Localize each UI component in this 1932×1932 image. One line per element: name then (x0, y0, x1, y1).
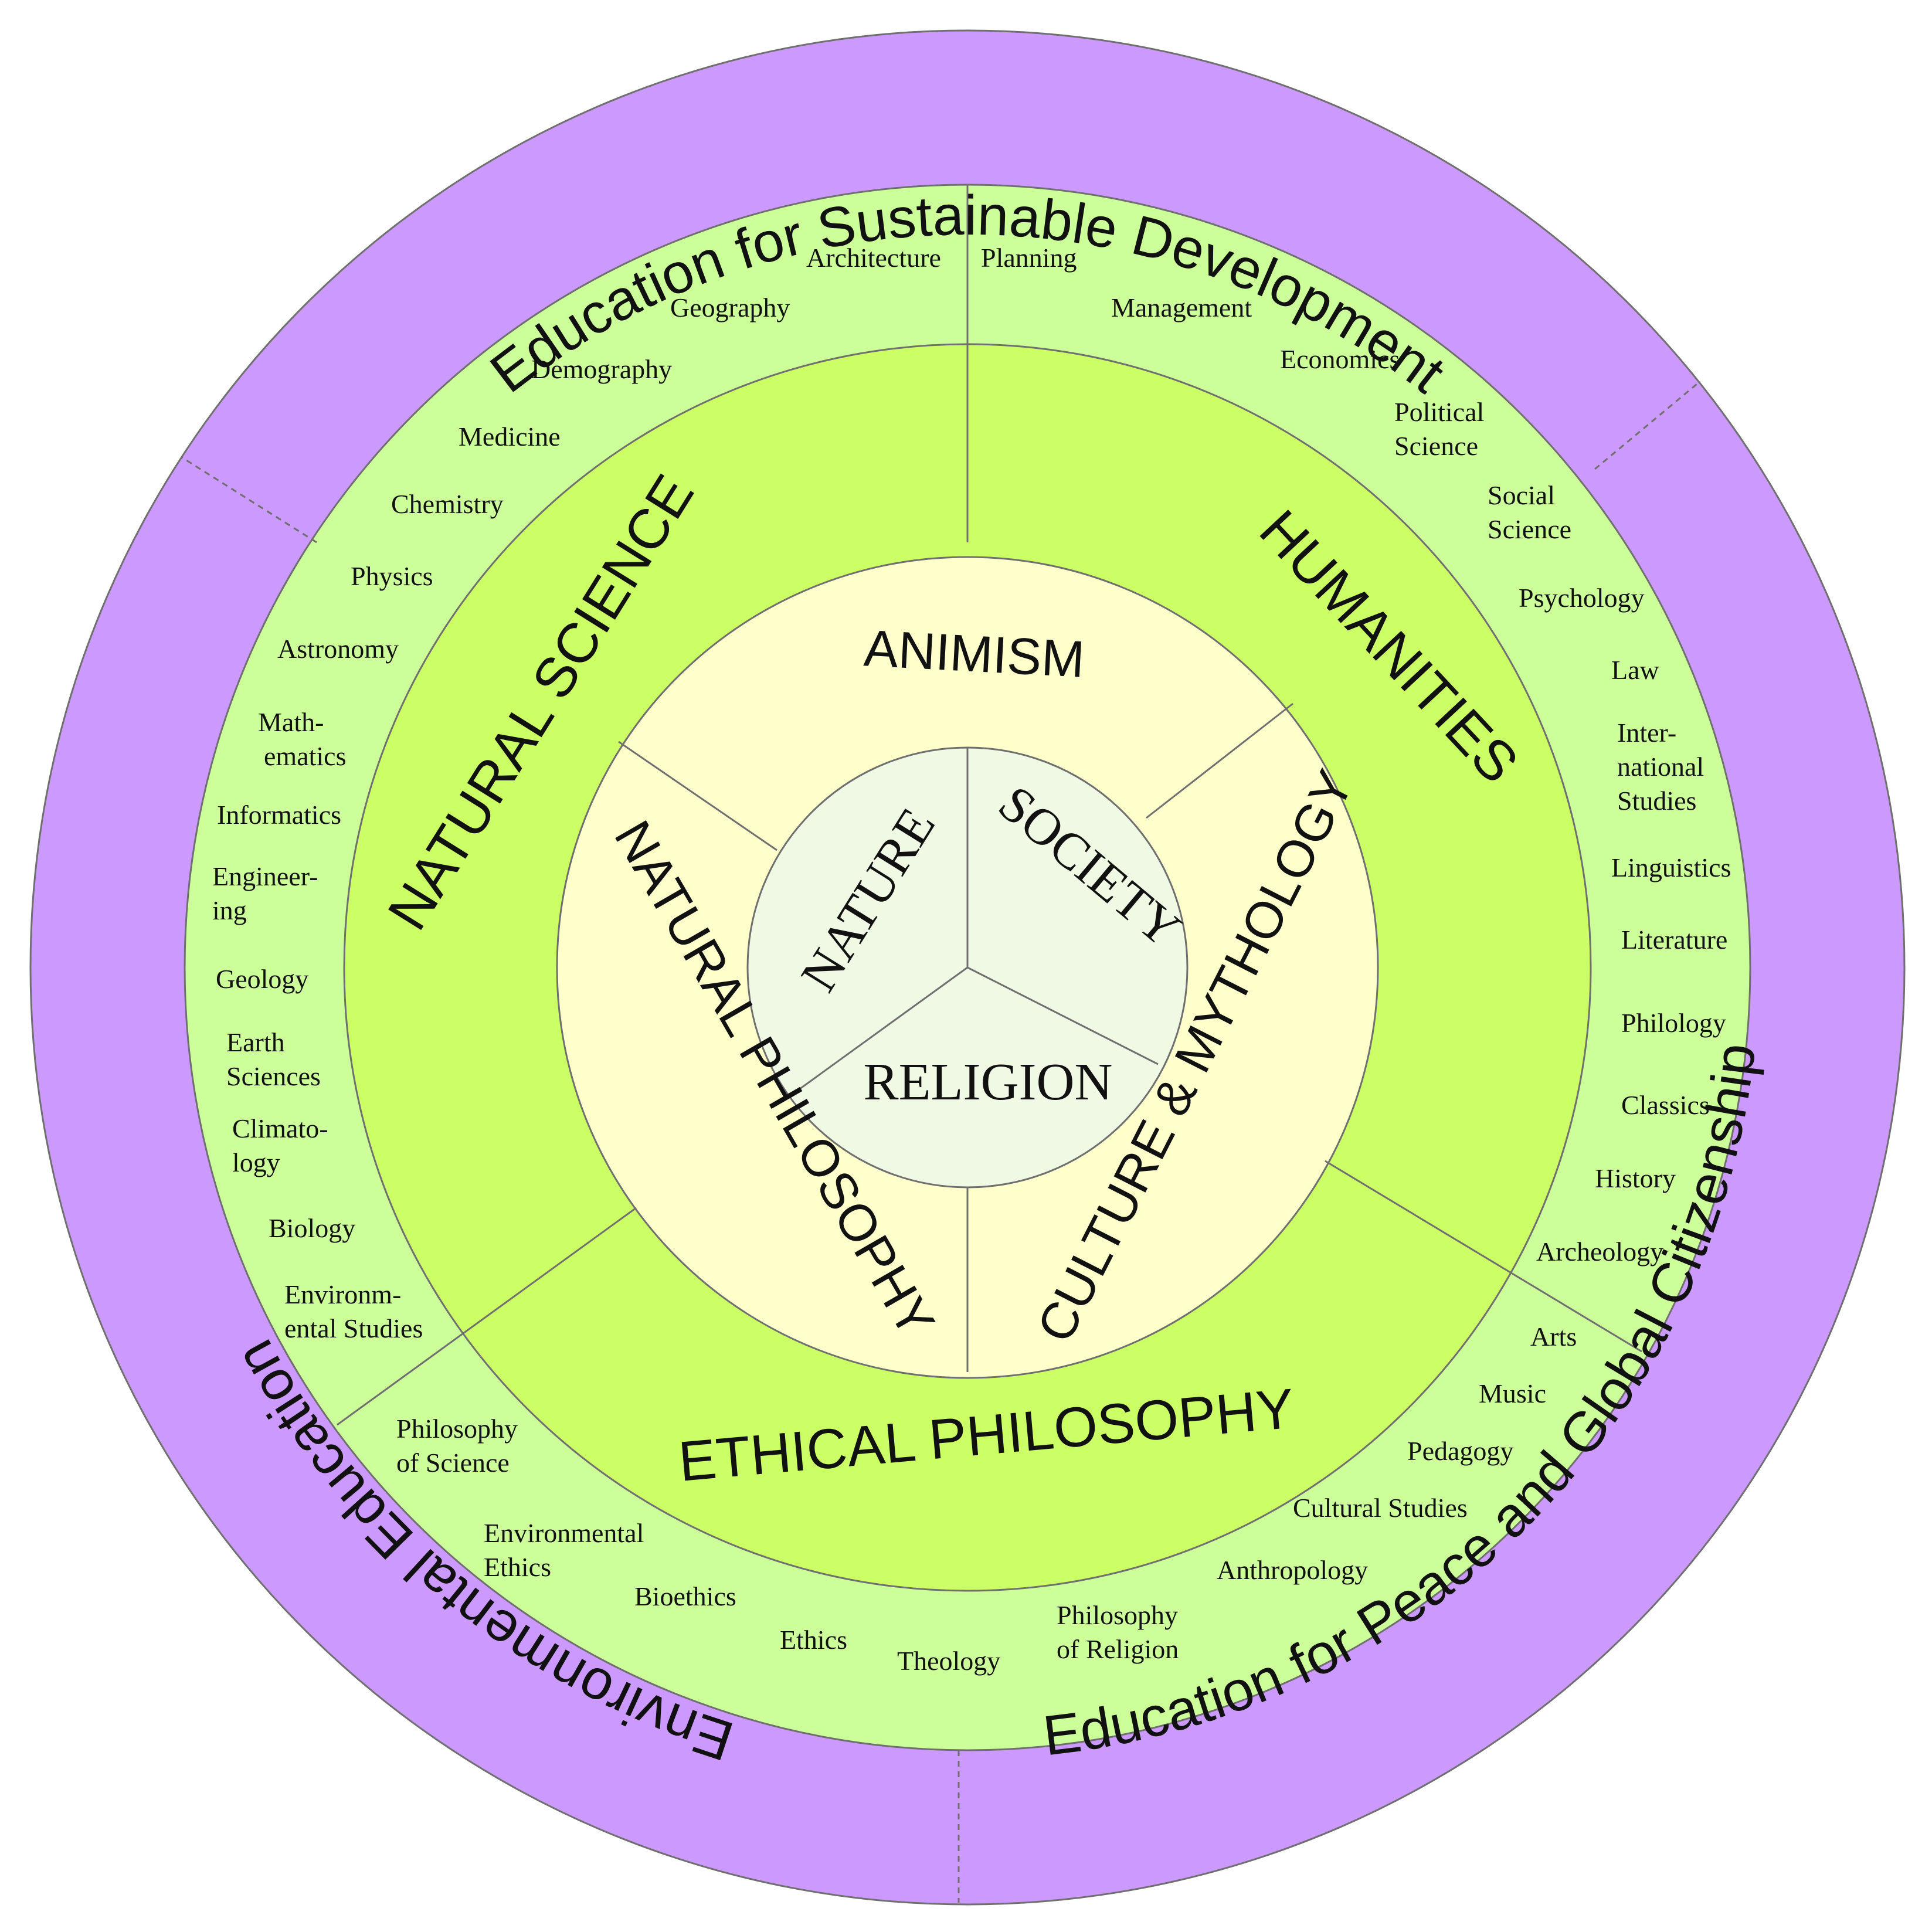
discipline-ethics: Ethics (780, 1625, 847, 1655)
discipline-linguistics: Linguistics (1611, 853, 1731, 882)
discipline-engineering-1: Engineer- (212, 861, 318, 891)
discipline-music: Music (1479, 1378, 1546, 1408)
discipline-philosophy-of-science-1: Philosophy (396, 1414, 518, 1444)
discipline-literature: Literature (1621, 925, 1727, 955)
discipline-earth-sciences-1: Earth (226, 1027, 285, 1057)
discipline-philosophy-of-religion-2: of Religion (1057, 1634, 1179, 1664)
discipline-classics: Classics (1621, 1090, 1710, 1120)
discipline-archeology: Archeology (1536, 1237, 1663, 1267)
discipline-physics: Physics (351, 561, 433, 591)
discipline-demography: Demography (531, 354, 672, 384)
discipline-political-science-1: Political (1394, 397, 1484, 427)
discipline-mathematics-2: ematics (264, 741, 347, 771)
discipline-psychology: Psychology (1519, 583, 1645, 613)
inner-label-animism: ANIMISM (863, 619, 1086, 688)
sector-dividers (337, 185, 1642, 1426)
discipline-social-science-1: Social (1488, 480, 1555, 510)
discipline-geography: Geography (670, 293, 790, 322)
discipline-geology: Geology (216, 964, 308, 994)
discipline-political-science-2: Science (1394, 431, 1478, 461)
discipline-astronomy: Astronomy (277, 634, 399, 664)
discipline-environmental-ethics-1: Environmental (484, 1518, 644, 1548)
discipline-climatology-2: logy (232, 1147, 280, 1177)
discipline-architecture: Architecture (806, 243, 941, 273)
discipline-engineering-2: ing (212, 895, 247, 925)
discipline-environmental-studies-2: ental Studies (284, 1313, 423, 1343)
discipline-earth-sciences-2: Sciences (226, 1061, 321, 1091)
discipline-philosophy-of-science-2: of Science (396, 1448, 510, 1478)
discipline-labels: Architecture Geography Demography Medici… (212, 243, 1731, 1676)
outer-dividers (181, 380, 1701, 1903)
discipline-international-studies-2: national (1617, 752, 1704, 782)
discipline-medicine: Medicine (459, 422, 561, 451)
discipline-planning: Planning (981, 243, 1077, 273)
discipline-cultural-studies: Cultural Studies (1293, 1493, 1468, 1523)
discipline-economics: Economics (1280, 344, 1400, 374)
discipline-mathematics-1: Math- (258, 707, 324, 737)
core-label-religion: RELIGION (864, 1053, 1113, 1111)
discipline-history: History (1595, 1163, 1676, 1193)
discipline-environmental-studies-1: Environm- (284, 1279, 401, 1309)
discipline-chemistry: Chemistry (391, 489, 504, 519)
discipline-climatology-1: Climato- (232, 1113, 328, 1143)
discipline-pedagogy: Pedagogy (1407, 1436, 1513, 1466)
discipline-informatics: Informatics (217, 800, 341, 830)
discipline-bioethics: Bioethics (634, 1581, 736, 1611)
discipline-biology: Biology (269, 1213, 355, 1243)
discipline-theology: Theology (897, 1646, 1000, 1676)
discipline-anthropology: Anthropology (1217, 1555, 1368, 1585)
discipline-international-studies-3: Studies (1617, 786, 1696, 816)
discipline-philology: Philology (1621, 1008, 1726, 1038)
discipline-philosophy-of-religion-1: Philosophy (1057, 1600, 1178, 1630)
discipline-arts: Arts (1530, 1322, 1577, 1352)
discipline-law: Law (1611, 655, 1660, 685)
discipline-environmental-ethics-2: Ethics (484, 1552, 551, 1582)
discipline-international-studies-1: Inter- (1617, 718, 1676, 748)
discipline-management: Management (1111, 293, 1252, 322)
discipline-social-science-2: Science (1488, 514, 1571, 544)
